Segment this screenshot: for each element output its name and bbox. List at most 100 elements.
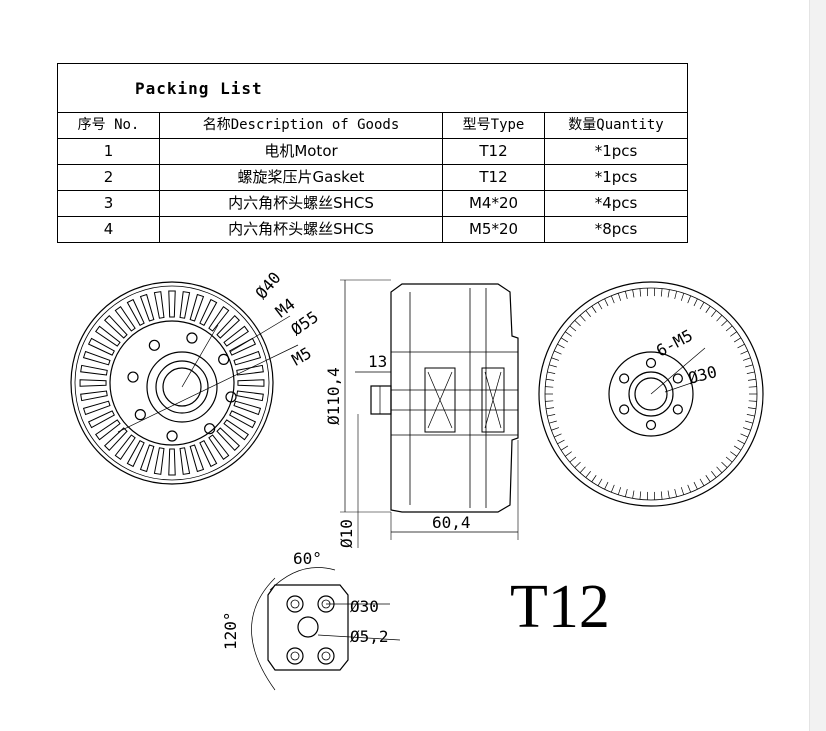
cell-no: 2: [57, 164, 160, 191]
rim-tick: [725, 456, 733, 463]
rear-m5-holes: [619, 357, 683, 431]
rim-tick: [632, 289, 635, 298]
dim-gasket-d52: Ø5,2: [350, 627, 389, 646]
side-view: [340, 279, 519, 548]
rear-hub-circle: [608, 351, 694, 437]
cooling-slot: [199, 440, 218, 468]
rim-tick: [711, 310, 717, 317]
cooling-slot: [95, 419, 121, 441]
rim-tick: [604, 298, 609, 307]
m5-hole: [672, 373, 683, 384]
dim-m5: M5: [289, 343, 315, 369]
cooling-slot: [233, 400, 262, 416]
rim-tick: [565, 331, 572, 337]
cooling-slot: [189, 444, 205, 473]
rear-outer-circle: [538, 281, 764, 507]
rim-tick: [740, 433, 748, 438]
cooling-slot: [189, 293, 205, 322]
rim-tick: [699, 302, 705, 310]
m5-hole: [619, 404, 630, 415]
cooling-slot: [126, 298, 145, 326]
rim-tick: [716, 466, 723, 474]
dim-w60: 60,4: [432, 513, 471, 532]
rim-tick: [674, 489, 677, 497]
cooling-slot: [199, 298, 218, 326]
rim-tick: [742, 357, 751, 361]
cell-no: 3: [57, 190, 160, 217]
front-shaft-bore: [162, 367, 202, 407]
cell-type: M5*20: [442, 216, 545, 243]
cooling-slot: [153, 447, 165, 475]
side-housing: [390, 283, 519, 513]
rim-tick: [585, 471, 591, 478]
rim-tick: [625, 489, 628, 497]
dim-d10: Ø10: [337, 519, 356, 548]
cell-description: 内六角杯头螺丝SHCS: [159, 216, 443, 243]
cell-no: 1: [57, 138, 160, 165]
cooling-slot: [103, 427, 128, 452]
cooling-slot: [168, 290, 176, 318]
rim-tick: [625, 291, 628, 299]
dim-gasket-d30: Ø30: [350, 597, 379, 616]
rim-tick: [560, 445, 569, 451]
table-row: 4 内六角杯头螺丝SHCS M5*20 *8pcs: [57, 216, 689, 243]
m5-hole: [645, 419, 657, 431]
cooling-slot: [103, 314, 128, 339]
rim-tick: [597, 478, 603, 486]
rim-tick: [549, 420, 557, 424]
rear-center-outer: [628, 371, 674, 417]
cooling-slot: [139, 444, 155, 473]
rim-tick: [711, 471, 717, 478]
dim-m4: M4: [272, 294, 299, 321]
cooling-slot: [179, 291, 191, 319]
rim-tick: [617, 293, 622, 301]
cooling-slot: [233, 350, 262, 366]
cooling-slot: [229, 337, 257, 356]
rim-tick: [687, 295, 692, 304]
gasket-center-hole: [297, 616, 319, 638]
rim-tick: [551, 357, 560, 361]
rim-tick: [610, 484, 615, 493]
rim-tick: [551, 427, 560, 431]
dim-d110: Ø110,4: [324, 367, 343, 425]
m5-hole: [619, 373, 630, 384]
rim-tick: [745, 420, 753, 424]
rim-tick: [721, 461, 728, 468]
rim-tick: [579, 466, 586, 474]
rim-tick: [733, 445, 742, 451]
rim-tick: [674, 291, 677, 299]
cell-type: T12: [442, 138, 545, 165]
cooling-slot: [168, 448, 176, 476]
model-label: T12: [510, 573, 610, 641]
rim-tick: [569, 325, 577, 332]
cooling-slot: [82, 350, 111, 366]
cell-quantity: *8pcs: [543, 216, 689, 243]
rim-tick: [545, 400, 554, 402]
cooling-slot: [87, 410, 115, 429]
cooling-slot: [237, 379, 265, 387]
rim-tick: [748, 386, 757, 388]
cooling-slot: [236, 364, 264, 376]
header-type: 型号Type: [442, 112, 545, 139]
leader-line: [664, 379, 701, 393]
cooling-slot: [223, 419, 249, 441]
rim-tick: [748, 400, 757, 402]
gasket-hole: [286, 647, 304, 665]
rim-tick: [597, 302, 603, 310]
rim-tick: [737, 439, 745, 445]
rim-tick: [617, 487, 622, 495]
rim-tick: [660, 288, 663, 297]
rim-tick: [746, 414, 755, 417]
angle-arc-60: [269, 567, 336, 591]
rim-tick: [680, 487, 685, 495]
cooling-slot: [208, 434, 230, 460]
rim-tick: [554, 433, 562, 438]
leader-line: [650, 347, 706, 395]
dim-6m5: 6-M5: [653, 326, 696, 361]
mounting-holes: [127, 332, 237, 442]
scrollbar-track[interactable]: [809, 0, 826, 731]
cell-no: 4: [57, 216, 160, 243]
rim-tick: [569, 456, 577, 463]
leader-line: [317, 634, 401, 641]
